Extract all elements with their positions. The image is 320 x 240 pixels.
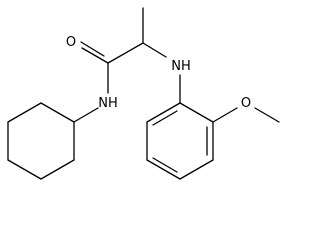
bond-alpha-amine-n [142, 42, 167, 58]
chemical-structure: O NH NH O [7, 7, 280, 180]
bond-amide-n-cyclohexyl [73, 107, 99, 123]
bond-layer [7, 7, 280, 180]
atom-label-amide-nh: NH [98, 96, 118, 111]
atom-label-layer: O NH NH O [66, 35, 251, 111]
atom-label-amine-nh: NH [171, 59, 191, 74]
bond-carbonyl-double-b [80, 41, 105, 57]
bond-methoxy-methyl [254, 107, 280, 123]
cyclohexane-ring [7, 102, 75, 180]
benzene-ring [146, 102, 214, 180]
atom-label-methoxy-oxygen: O [241, 96, 251, 111]
bond-carbonyl-double-a [81, 47, 109, 64]
bond-aryl-methoxy-o [212, 107, 238, 123]
atom-label-carbonyl-oxygen: O [66, 35, 76, 50]
bond-alpha-carbonyl [107, 42, 144, 64]
